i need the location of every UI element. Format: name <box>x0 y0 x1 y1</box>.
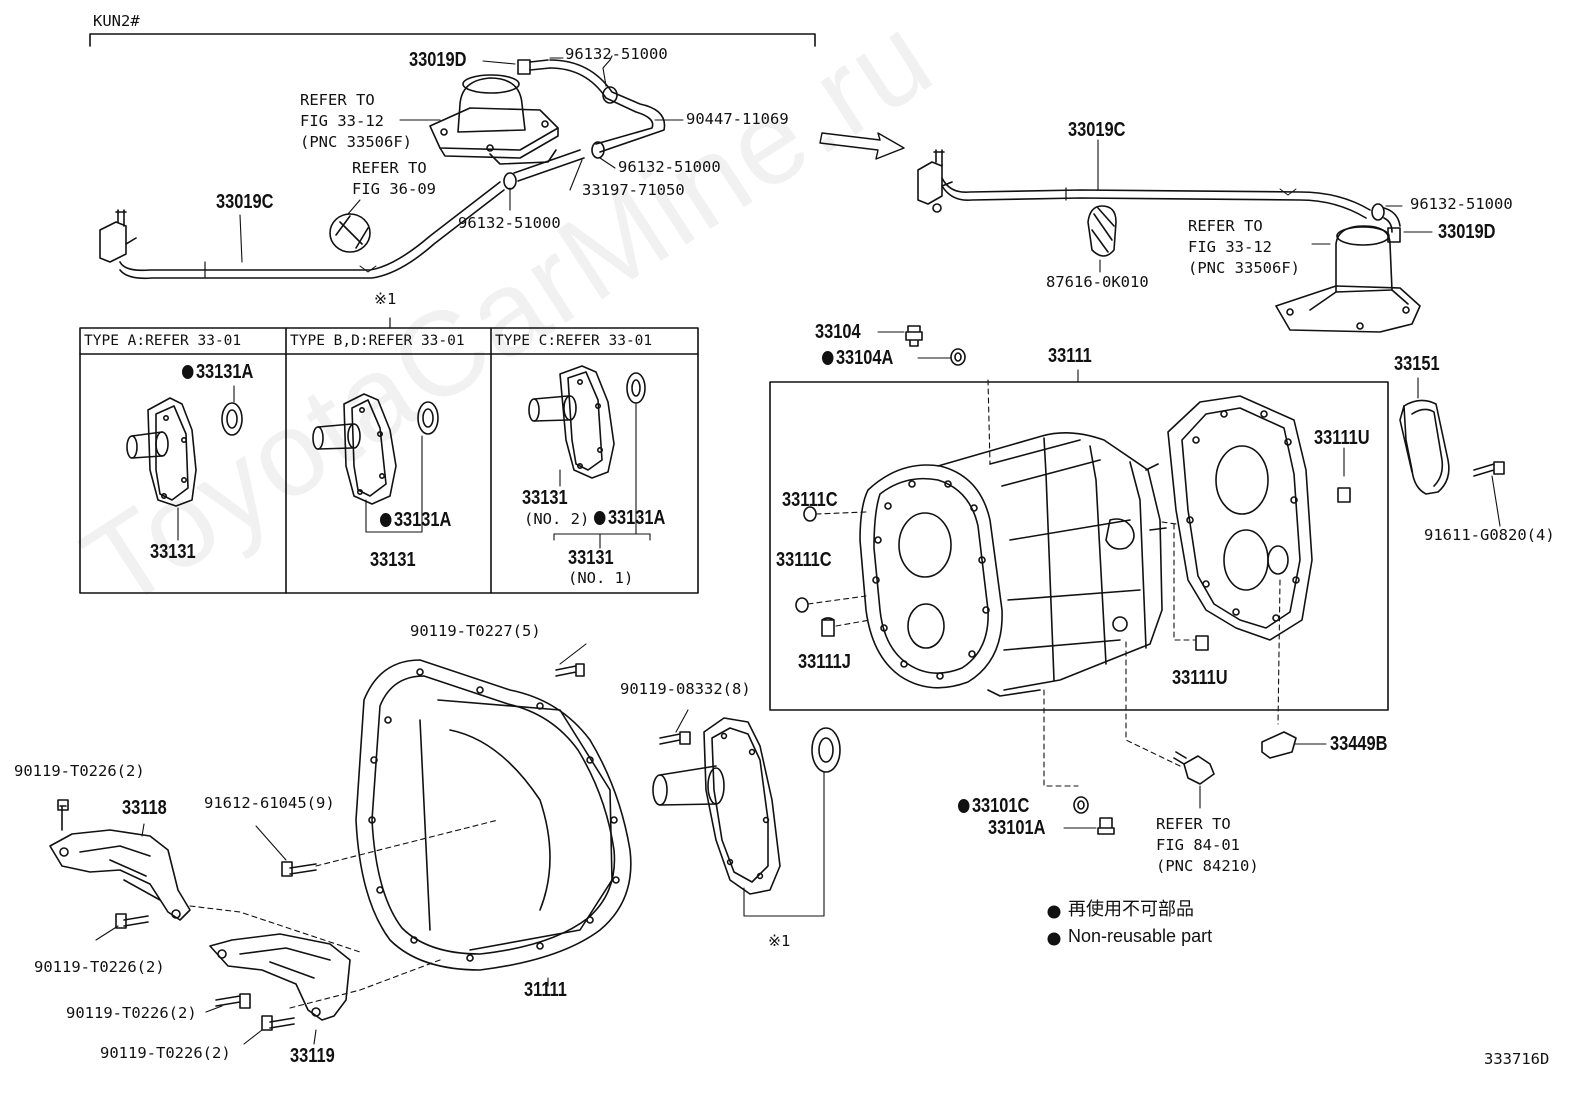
part-90119-T0226-c[interactable]: 90119-T0226(2) <box>66 1004 197 1022</box>
ref-fig-84-01[interactable]: REFER TO FIG 84-01 (PNC 84210) <box>1156 815 1259 875</box>
ref-fig-33-12-right[interactable]: REFER TO FIG 33-12 (PNC 33506F) <box>1188 217 1300 277</box>
breather-hose-right <box>917 149 1421 333</box>
part-33119[interactable]: 33119 <box>290 1045 335 1067</box>
part-33111U-a[interactable]: 33111U <box>1314 427 1370 449</box>
transmission-case <box>859 432 1167 697</box>
part-33111C-b[interactable]: 33111C <box>776 549 832 571</box>
part-33111-top[interactable]: 33111 <box>1048 345 1092 367</box>
legend-en: Non-reusable part <box>1068 926 1213 946</box>
extension-housing <box>1167 395 1313 641</box>
plug-33104 <box>877 325 966 366</box>
part-33019C-right[interactable]: 33019C <box>1068 119 1126 141</box>
part-90119-T0226-d[interactable]: 90119-T0226(2) <box>100 1044 231 1062</box>
legend-dots <box>1047 905 1061 946</box>
part-91611[interactable]: 91611-G0820(4) <box>1424 526 1555 544</box>
type-bd-header: TYPE B,D:REFER 33-01 <box>290 333 465 349</box>
case-frame <box>769 369 1389 711</box>
footnote-mark-table: ※1 <box>374 290 397 308</box>
part-33111C-a[interactable]: 33111C <box>782 489 838 511</box>
type-table <box>79 317 699 594</box>
footnote-mark-bottom: ※1 <box>768 932 791 950</box>
case-small-parts <box>795 379 1351 787</box>
direction-arrow <box>819 132 905 160</box>
type-a-33131A[interactable]: 33131A <box>182 362 253 382</box>
type-c-33131-no2[interactable]: 33131 <box>522 487 568 509</box>
part-33104A[interactable]: 33104A <box>822 348 893 368</box>
figure-id: 333716D <box>1484 1050 1550 1068</box>
type-c-no2-label: (NO. 2) <box>524 510 590 528</box>
type-c-no1-label: (NO. 1) <box>568 569 634 587</box>
part-96132-c[interactable]: 96132-51000 <box>458 214 561 232</box>
part-33101A[interactable]: 33101A <box>988 817 1046 839</box>
legend-jp: 再使用不可部品 <box>1068 899 1194 919</box>
plug-33101 <box>1063 796 1115 835</box>
part-90119-T0226-b[interactable]: 90119-T0226(2) <box>34 958 165 976</box>
part-91612[interactable]: 91612-61045(9) <box>204 794 335 812</box>
type-c-33131-no1[interactable]: 33131 <box>568 547 614 569</box>
part-33118[interactable]: 33118 <box>122 797 167 819</box>
leader-lines-top-right <box>1097 139 1433 273</box>
type-bd-33131A[interactable]: 33131A <box>380 510 451 530</box>
kun2-bracket <box>89 33 816 47</box>
part-90119-T0227[interactable]: 90119-T0227(5) <box>410 622 541 640</box>
sensor-84210 <box>1173 751 1215 809</box>
part-33104[interactable]: 33104 <box>815 321 861 343</box>
part-90119-08332[interactable]: 90119-08332(8) <box>620 680 751 698</box>
part-33151[interactable]: 33151 <box>1394 353 1440 375</box>
part-31111[interactable]: 31111 <box>524 979 567 1001</box>
cover-33151 <box>1343 377 1505 527</box>
bolts-bell <box>255 643 587 877</box>
part-33197[interactable]: 33197-71050 <box>582 181 685 199</box>
part-33101C[interactable]: 33101C <box>958 796 1029 816</box>
type-c-33131A[interactable]: 33131A <box>594 508 665 528</box>
part-90119-T0226-a[interactable]: 90119-T0226(2) <box>14 762 145 780</box>
type-c-part <box>528 365 651 549</box>
bracket-33119 <box>205 933 441 1045</box>
bell-housing <box>355 659 632 987</box>
model-code: KUN2# <box>93 12 140 30</box>
part-33449B <box>1261 731 1327 759</box>
part-87616[interactable]: 87616-0K010 <box>1046 273 1149 291</box>
part-90447[interactable]: 90447-11069 <box>686 110 789 128</box>
part-33111U-b[interactable]: 33111U <box>1172 667 1228 689</box>
bracket-33118 <box>49 799 361 953</box>
part-96132-d[interactable]: 96132-51000 <box>1410 195 1513 213</box>
part-33449B[interactable]: 33449B <box>1330 733 1388 755</box>
part-33111J[interactable]: 33111J <box>798 651 851 673</box>
type-a-part <box>126 385 243 541</box>
part-33019C-left[interactable]: 33019C <box>216 191 274 213</box>
breather-hose-left <box>99 59 666 280</box>
type-bd-33131[interactable]: 33131 <box>370 549 416 571</box>
type-bd-part <box>312 393 439 533</box>
part-33019D-right[interactable]: 33019D <box>1438 221 1496 243</box>
type-a-33131[interactable]: 33131 <box>150 541 196 563</box>
bearing-retainer <box>652 709 841 917</box>
ref-fig-33-12-left[interactable]: REFER TO FIG 33-12 (PNC 33506F) <box>300 91 412 151</box>
part-33019D-top[interactable]: 33019D <box>409 49 467 71</box>
type-a-header: TYPE A:REFER 33-01 <box>84 333 242 349</box>
leader-lines-top-left <box>239 55 684 263</box>
type-c-header: TYPE C:REFER 33-01 <box>495 333 653 349</box>
part-96132-b[interactable]: 96132-51000 <box>618 158 721 176</box>
ref-fig-36-09[interactable]: REFER TO FIG 36-09 <box>352 159 436 198</box>
part-96132-a[interactable]: 96132-51000 <box>565 45 668 63</box>
